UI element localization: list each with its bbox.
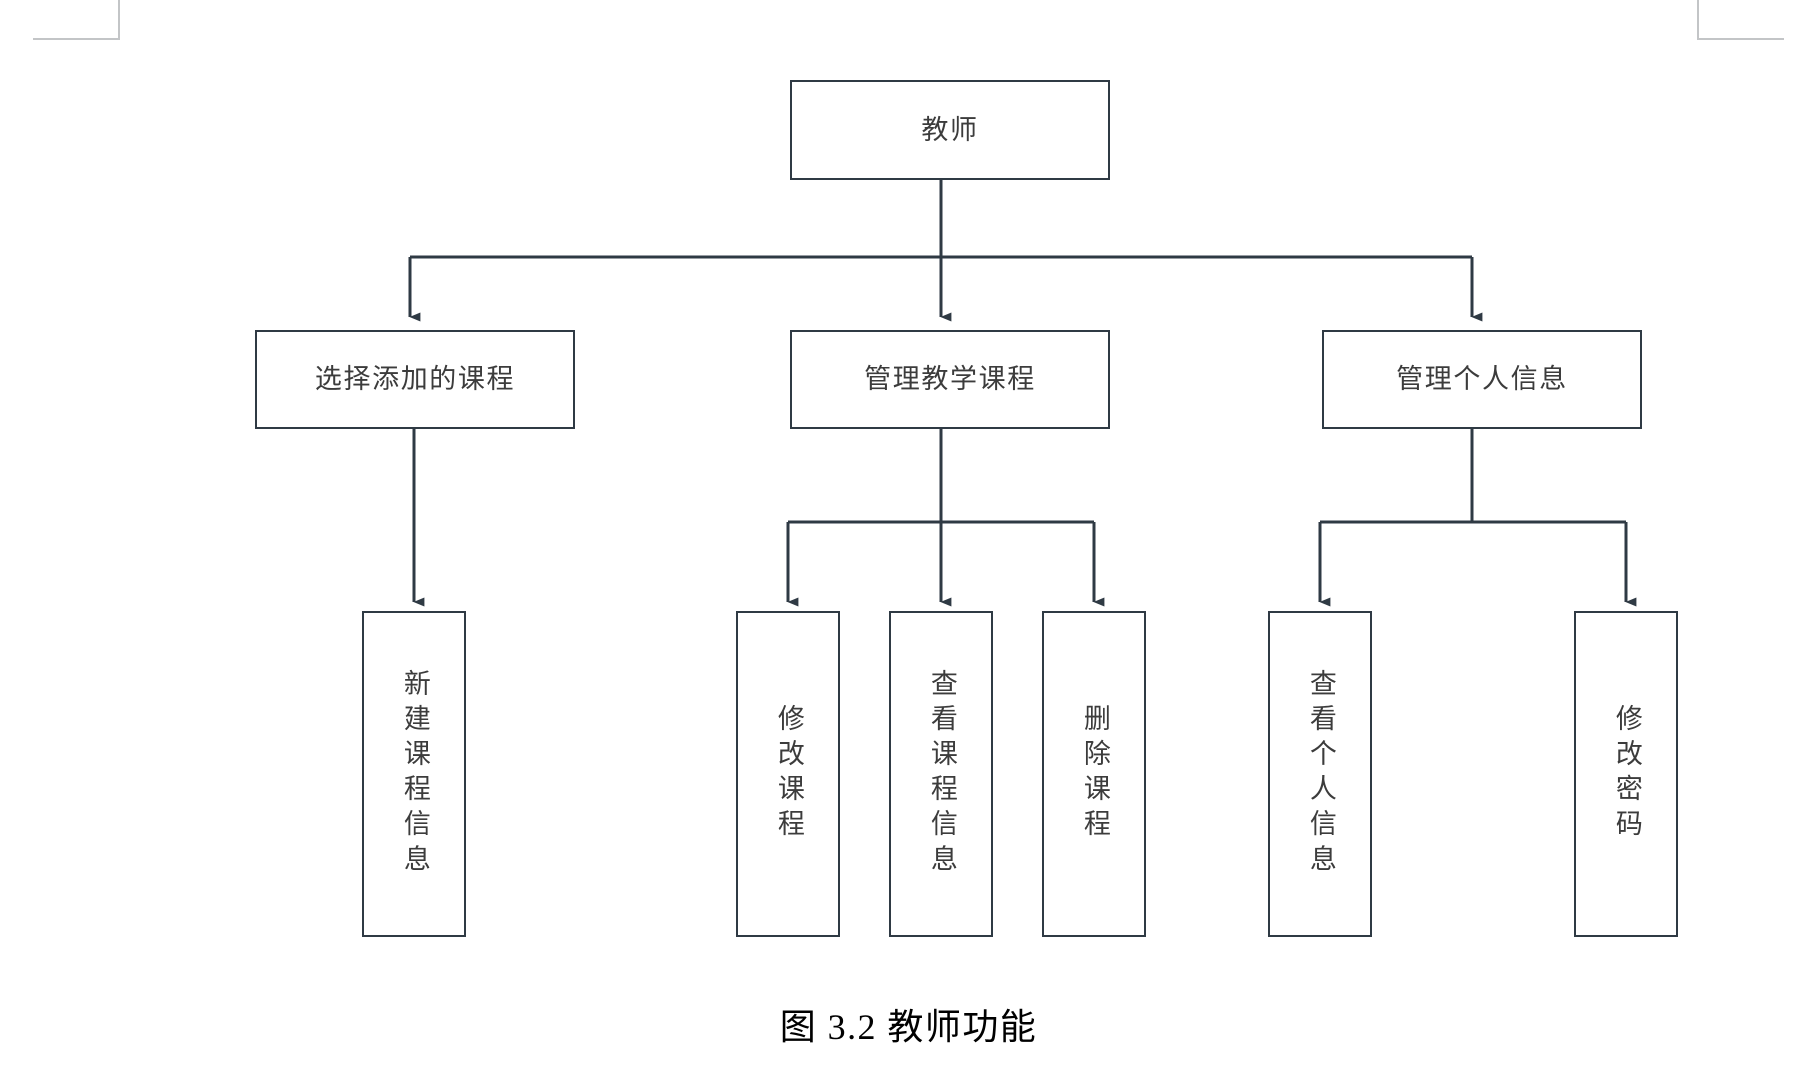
node-view-personal-info[interactable]: 查看个人信息 — [1268, 611, 1372, 937]
node-manage-personal-info-label: 管理个人信息 — [1396, 364, 1568, 395]
node-change-password[interactable]: 修改密码 — [1574, 611, 1678, 937]
node-create-course-info-label: 新建课程信息 — [399, 668, 430, 880]
node-manage-teaching-courses-label: 管理教学课程 — [864, 364, 1036, 395]
node-select-course-to-add-label: 选择添加的课程 — [314, 364, 516, 395]
node-create-course-info[interactable]: 新建课程信息 — [362, 611, 466, 937]
node-manage-personal-info[interactable]: 管理个人信息 — [1322, 330, 1642, 429]
crop-mark-top-right — [1697, 0, 1784, 40]
node-select-course-to-add[interactable]: 选择添加的课程 — [255, 330, 575, 429]
crop-mark-top-left — [33, 0, 120, 40]
figure-caption: 图 3.2 教师功能 — [779, 1007, 1038, 1047]
node-teacher-label: 教师 — [921, 114, 979, 145]
node-change-password-label: 修改密码 — [1611, 703, 1642, 845]
node-modify-course[interactable]: 修改课程 — [736, 611, 840, 937]
node-view-course-info-label: 查看课程信息 — [926, 668, 957, 880]
node-teacher[interactable]: 教师 — [790, 80, 1110, 180]
node-view-personal-info-label: 查看个人信息 — [1305, 668, 1336, 880]
node-view-course-info[interactable]: 查看课程信息 — [889, 611, 993, 937]
node-delete-course[interactable]: 删除课程 — [1042, 611, 1146, 937]
node-manage-teaching-courses[interactable]: 管理教学课程 — [790, 330, 1110, 429]
node-delete-course-label: 删除课程 — [1079, 703, 1110, 845]
node-modify-course-label: 修改课程 — [773, 703, 804, 845]
